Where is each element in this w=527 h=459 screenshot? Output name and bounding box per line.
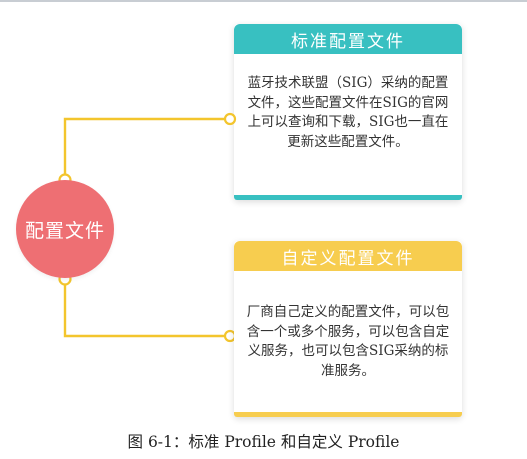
standard-card-footer-bar [234, 195, 462, 200]
custom-card-footer-bar [234, 412, 462, 417]
profile-center-node: 配置文件 [16, 180, 114, 278]
custom-profile-title: 自定义配置文件 [234, 241, 462, 271]
connector-to-standard [63, 117, 230, 180]
custom-profile-description: 厂商自己定义的配置文件，可以包含一个或多个服务，可以包含自定义服务，也可以包含S… [246, 304, 450, 379]
standard-profile-description: 蓝牙技术联盟（SIG）采纳的配置文件，这些配置文件在SIG的官网上可以查询和下载… [247, 75, 449, 150]
connector-to-custom [63, 279, 230, 338]
figure-caption: 图 6-1：标准 Profile 和自定义 Profile [127, 433, 400, 451]
custom-profile-card: 自定义配置文件 厂商自己定义的配置文件，可以包含一个或多个服务，可以包含自定义服… [234, 241, 462, 417]
top-divider [0, 0, 527, 2]
standard-card-connector-dot [223, 112, 237, 126]
standard-profile-title: 标准配置文件 [234, 24, 462, 54]
center-node-label: 配置文件 [24, 219, 105, 242]
standard-profile-card: 标准配置文件 蓝牙技术联盟（SIG）采纳的配置文件，这些配置文件在SIG的官网上… [234, 24, 462, 200]
